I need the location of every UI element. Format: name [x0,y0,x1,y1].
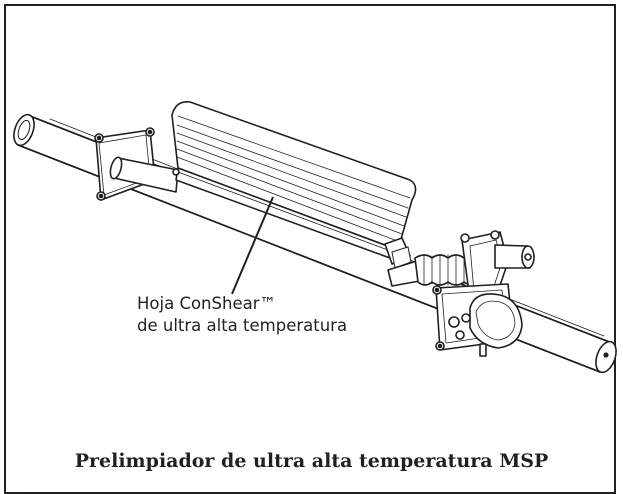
left-tube-end [13,113,35,147]
callout-leader-line [231,196,274,295]
right-tube-end [595,340,617,374]
blade-callout: Hoja ConShear™ de ultra alta temperatura [137,293,347,337]
tube-clamp-collar [448,293,523,357]
callout-line-1: Hoja ConShear™ [137,294,276,313]
conshear-blade [171,100,417,259]
callout-line-2: de ultra alta temperatura [137,316,348,335]
figure-caption: Prelimpiador de ultra alta temperatura M… [74,450,549,472]
right-pole-tube [494,244,535,269]
left-pole-tube [109,156,179,193]
